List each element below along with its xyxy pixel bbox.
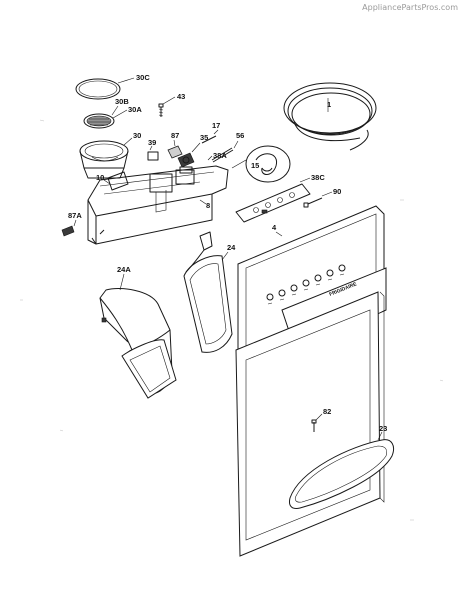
part-90-screw: [303, 191, 333, 208]
label-87a: 87A: [68, 211, 82, 220]
part-35-solenoid: [177, 142, 201, 168]
label-30b: 30B: [115, 97, 129, 106]
label-15: 15: [251, 161, 259, 170]
part-30b-filter-screen: [83, 105, 128, 129]
label-87: 87: [171, 131, 179, 140]
part-56-rod: [211, 140, 239, 163]
part-82-screw: [311, 413, 323, 432]
label-39: 39: [148, 138, 156, 147]
label-24a: 24A: [117, 265, 131, 274]
part-8-dispenser-housing: [87, 165, 229, 245]
label-56: 56: [236, 131, 244, 140]
part-30c-seal-ring: [75, 77, 135, 100]
scan-speckles: [20, 119, 444, 521]
part-1-water-tubing-coil: [283, 82, 377, 151]
part-87-switch: [167, 139, 183, 159]
label-30c: 30C: [136, 73, 150, 82]
part-24-dispenser-paddle: [183, 231, 233, 353]
part-87a-clip: [61, 219, 77, 237]
part-43-screw: [158, 96, 176, 117]
part-17-pin: [201, 129, 219, 144]
part-15-wire-harness: [231, 145, 291, 183]
panel-button-row: [266, 264, 346, 305]
part-39-actuator: [147, 145, 159, 161]
label-30: 30: [133, 131, 141, 140]
label-10: 10: [96, 173, 104, 182]
label-35: 35: [200, 133, 208, 142]
part-23-drip-tray: [289, 431, 395, 509]
part-24a-ice-chute: [99, 273, 177, 399]
label-4: 4: [272, 223, 277, 232]
part-10-lever: [103, 171, 129, 191]
label-24: 24: [227, 243, 236, 252]
label-17: 17: [212, 121, 220, 130]
label-30a: 30A: [128, 105, 142, 114]
label-90: 90: [333, 187, 341, 196]
label-1: 1: [327, 100, 331, 109]
watermark: AppliancePartsPros.com: [362, 3, 458, 12]
part-38c-control-board: [235, 177, 311, 223]
label-8: 8: [206, 201, 210, 210]
label-82: 82: [323, 407, 331, 416]
label-23: 23: [379, 424, 387, 433]
label-43: 43: [177, 92, 185, 101]
label-38c: 38C: [311, 173, 325, 182]
